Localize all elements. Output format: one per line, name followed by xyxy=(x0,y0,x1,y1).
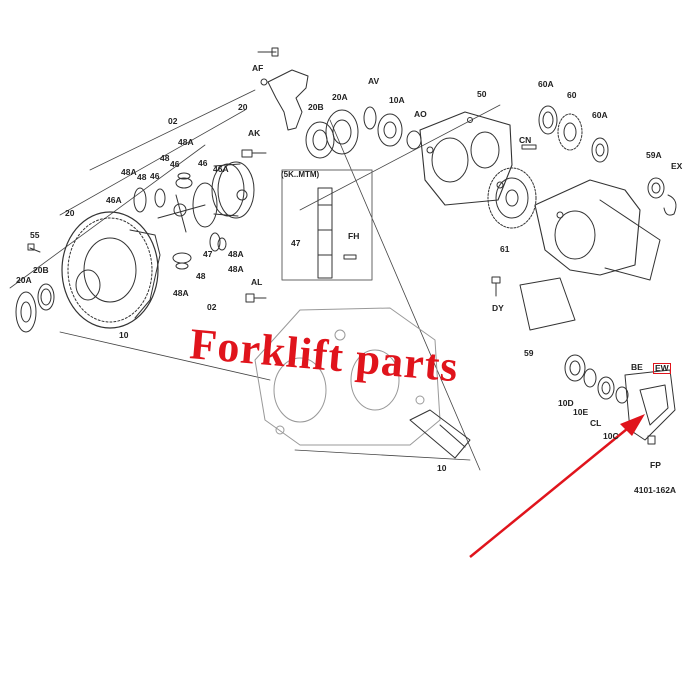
seal-59a-ex xyxy=(648,178,676,215)
label-02-bot: 02 xyxy=(207,303,216,312)
label-48a-d: 48A xyxy=(173,289,189,298)
label-20a-left: 20A xyxy=(16,276,32,285)
highlight-arrow xyxy=(470,414,645,557)
label-60: 60 xyxy=(567,91,576,100)
label-fp: FP xyxy=(650,461,661,470)
variant-note: (5K..MTM) xyxy=(281,171,319,179)
label-46-c: 46 xyxy=(150,172,159,181)
label-10a: 10A xyxy=(389,96,405,105)
label-af: AF xyxy=(252,64,263,73)
bearing-left xyxy=(16,244,54,332)
label-10e: 10E xyxy=(573,408,588,417)
label-46-a: 46 xyxy=(170,160,179,169)
label-60a-b: 60A xyxy=(592,111,608,120)
label-47-b: 47 xyxy=(291,239,300,248)
label-48-b: 48 xyxy=(137,173,146,182)
label-46a-b: 46A xyxy=(106,196,122,205)
label-ex: EX xyxy=(671,162,682,171)
label-20-top: 20 xyxy=(238,103,247,112)
label-46a-a: 46A xyxy=(213,165,229,174)
label-50: 50 xyxy=(477,90,486,99)
label-cl: CL xyxy=(590,419,601,428)
label-02-top: 02 xyxy=(168,117,177,126)
label-be: BE xyxy=(631,363,643,372)
label-10d: 10D xyxy=(558,399,574,408)
label-55: 55 xyxy=(30,231,39,240)
bearing-middle xyxy=(306,110,358,158)
label-10c: 10C xyxy=(603,432,619,441)
label-48a-b: 48A xyxy=(121,168,137,177)
label-al: AL xyxy=(251,278,262,287)
housing-50 xyxy=(420,112,512,205)
pinion-shaft xyxy=(410,410,470,458)
label-fh: FH xyxy=(348,232,359,241)
label-61: 61 xyxy=(500,245,509,254)
gear-61 xyxy=(488,168,536,228)
label-av: AV xyxy=(368,77,379,86)
label-46-b: 46 xyxy=(198,159,207,168)
label-20b-mid: 20B xyxy=(308,103,324,112)
seal-bearing-group xyxy=(364,107,421,149)
label-48a-a: 48A xyxy=(178,138,194,147)
label-48-a: 48 xyxy=(160,154,169,163)
bolt-ak xyxy=(242,150,266,157)
label-cn: CN xyxy=(519,136,531,145)
diagram-code: 4101-162A xyxy=(634,486,676,495)
label-10-bot: 10 xyxy=(437,464,446,473)
label-59a: 59A xyxy=(646,151,662,160)
ring-gear xyxy=(62,212,160,328)
label-ao: AO xyxy=(414,110,427,119)
bolt-al xyxy=(246,294,266,302)
label-ak: AK xyxy=(248,129,260,138)
label-48-d: 48 xyxy=(196,272,205,281)
label-59: 59 xyxy=(524,349,533,358)
label-ew-highlighted: EW xyxy=(653,363,671,374)
label-48a-e: 48A xyxy=(228,265,244,274)
housing-59 xyxy=(520,180,660,330)
label-20-left: 20 xyxy=(65,209,74,218)
label-10-left: 10 xyxy=(119,331,128,340)
label-48a-c: 48A xyxy=(228,250,244,259)
label-47-a: 47 xyxy=(203,250,212,259)
bracket-af xyxy=(258,48,308,130)
pin-cn xyxy=(522,145,536,149)
label-60a-a: 60A xyxy=(538,80,554,89)
label-dy: DY xyxy=(492,304,504,313)
label-20b-left: 20B xyxy=(33,266,49,275)
label-20a-mid: 20A xyxy=(332,93,348,102)
bolt-dy xyxy=(492,277,500,296)
